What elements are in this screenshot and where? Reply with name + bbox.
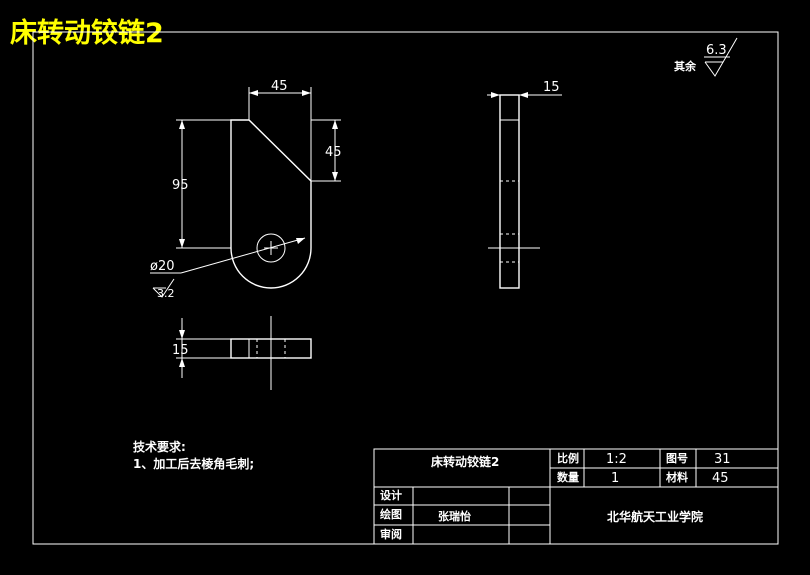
- quantity-value: 1: [611, 471, 619, 486]
- school-name: 北华航天工业学院: [607, 509, 703, 524]
- notes-heading: 技术要求:: [133, 439, 186, 454]
- drawing-no-label: 图号: [666, 452, 688, 465]
- design-label: 设计: [380, 488, 402, 502]
- part-outline: [230, 119, 312, 289]
- drawing-title: 床转动铰链2: [10, 17, 164, 49]
- hole-dimension: ø20: [150, 259, 175, 274]
- front-view: 45 95 45 ø20 3.2: [150, 79, 342, 300]
- scale-label: 比例: [557, 451, 579, 465]
- notes-item-1: 1、加工后去棱角毛刺;: [133, 456, 254, 471]
- title-block: 床转动铰链2 比例 1:2 图号 31 数量 1 材料 45 设计 绘图 张瑞怡…: [373, 448, 779, 545]
- surface-finish-symbol: 其余 6.3: [674, 37, 738, 77]
- surface-finish-value: 6.3: [706, 43, 727, 58]
- technical-notes: 技术要求: 1、加工后去棱角毛刺;: [133, 439, 254, 471]
- side-thickness-dimension: 15: [543, 80, 560, 95]
- width-dimension: 45: [271, 79, 288, 94]
- hole: [256, 233, 286, 263]
- material-value: 45: [712, 471, 729, 486]
- drawn-by: 张瑞怡: [438, 509, 471, 523]
- hole-roughness: 3.2: [157, 287, 175, 300]
- part-name: 床转动铰链2: [431, 454, 499, 469]
- drawing-no-value: 31: [714, 452, 731, 467]
- chamfer-dimension: 45: [325, 145, 342, 160]
- review-label: 审阅: [380, 527, 402, 541]
- bottom-thickness-dimension: 15: [172, 343, 189, 358]
- scale-value: 1:2: [606, 452, 627, 467]
- material-label: 材料: [666, 470, 688, 484]
- side-view: 15: [487, 80, 562, 289]
- quantity-label: 数量: [557, 470, 579, 484]
- surface-finish-note: 其余: [674, 59, 697, 73]
- drawn-label: 绘图: [380, 507, 402, 521]
- height-dimension: 95: [172, 178, 189, 193]
- side-outline: [499, 94, 520, 289]
- bottom-view: 15: [172, 316, 312, 390]
